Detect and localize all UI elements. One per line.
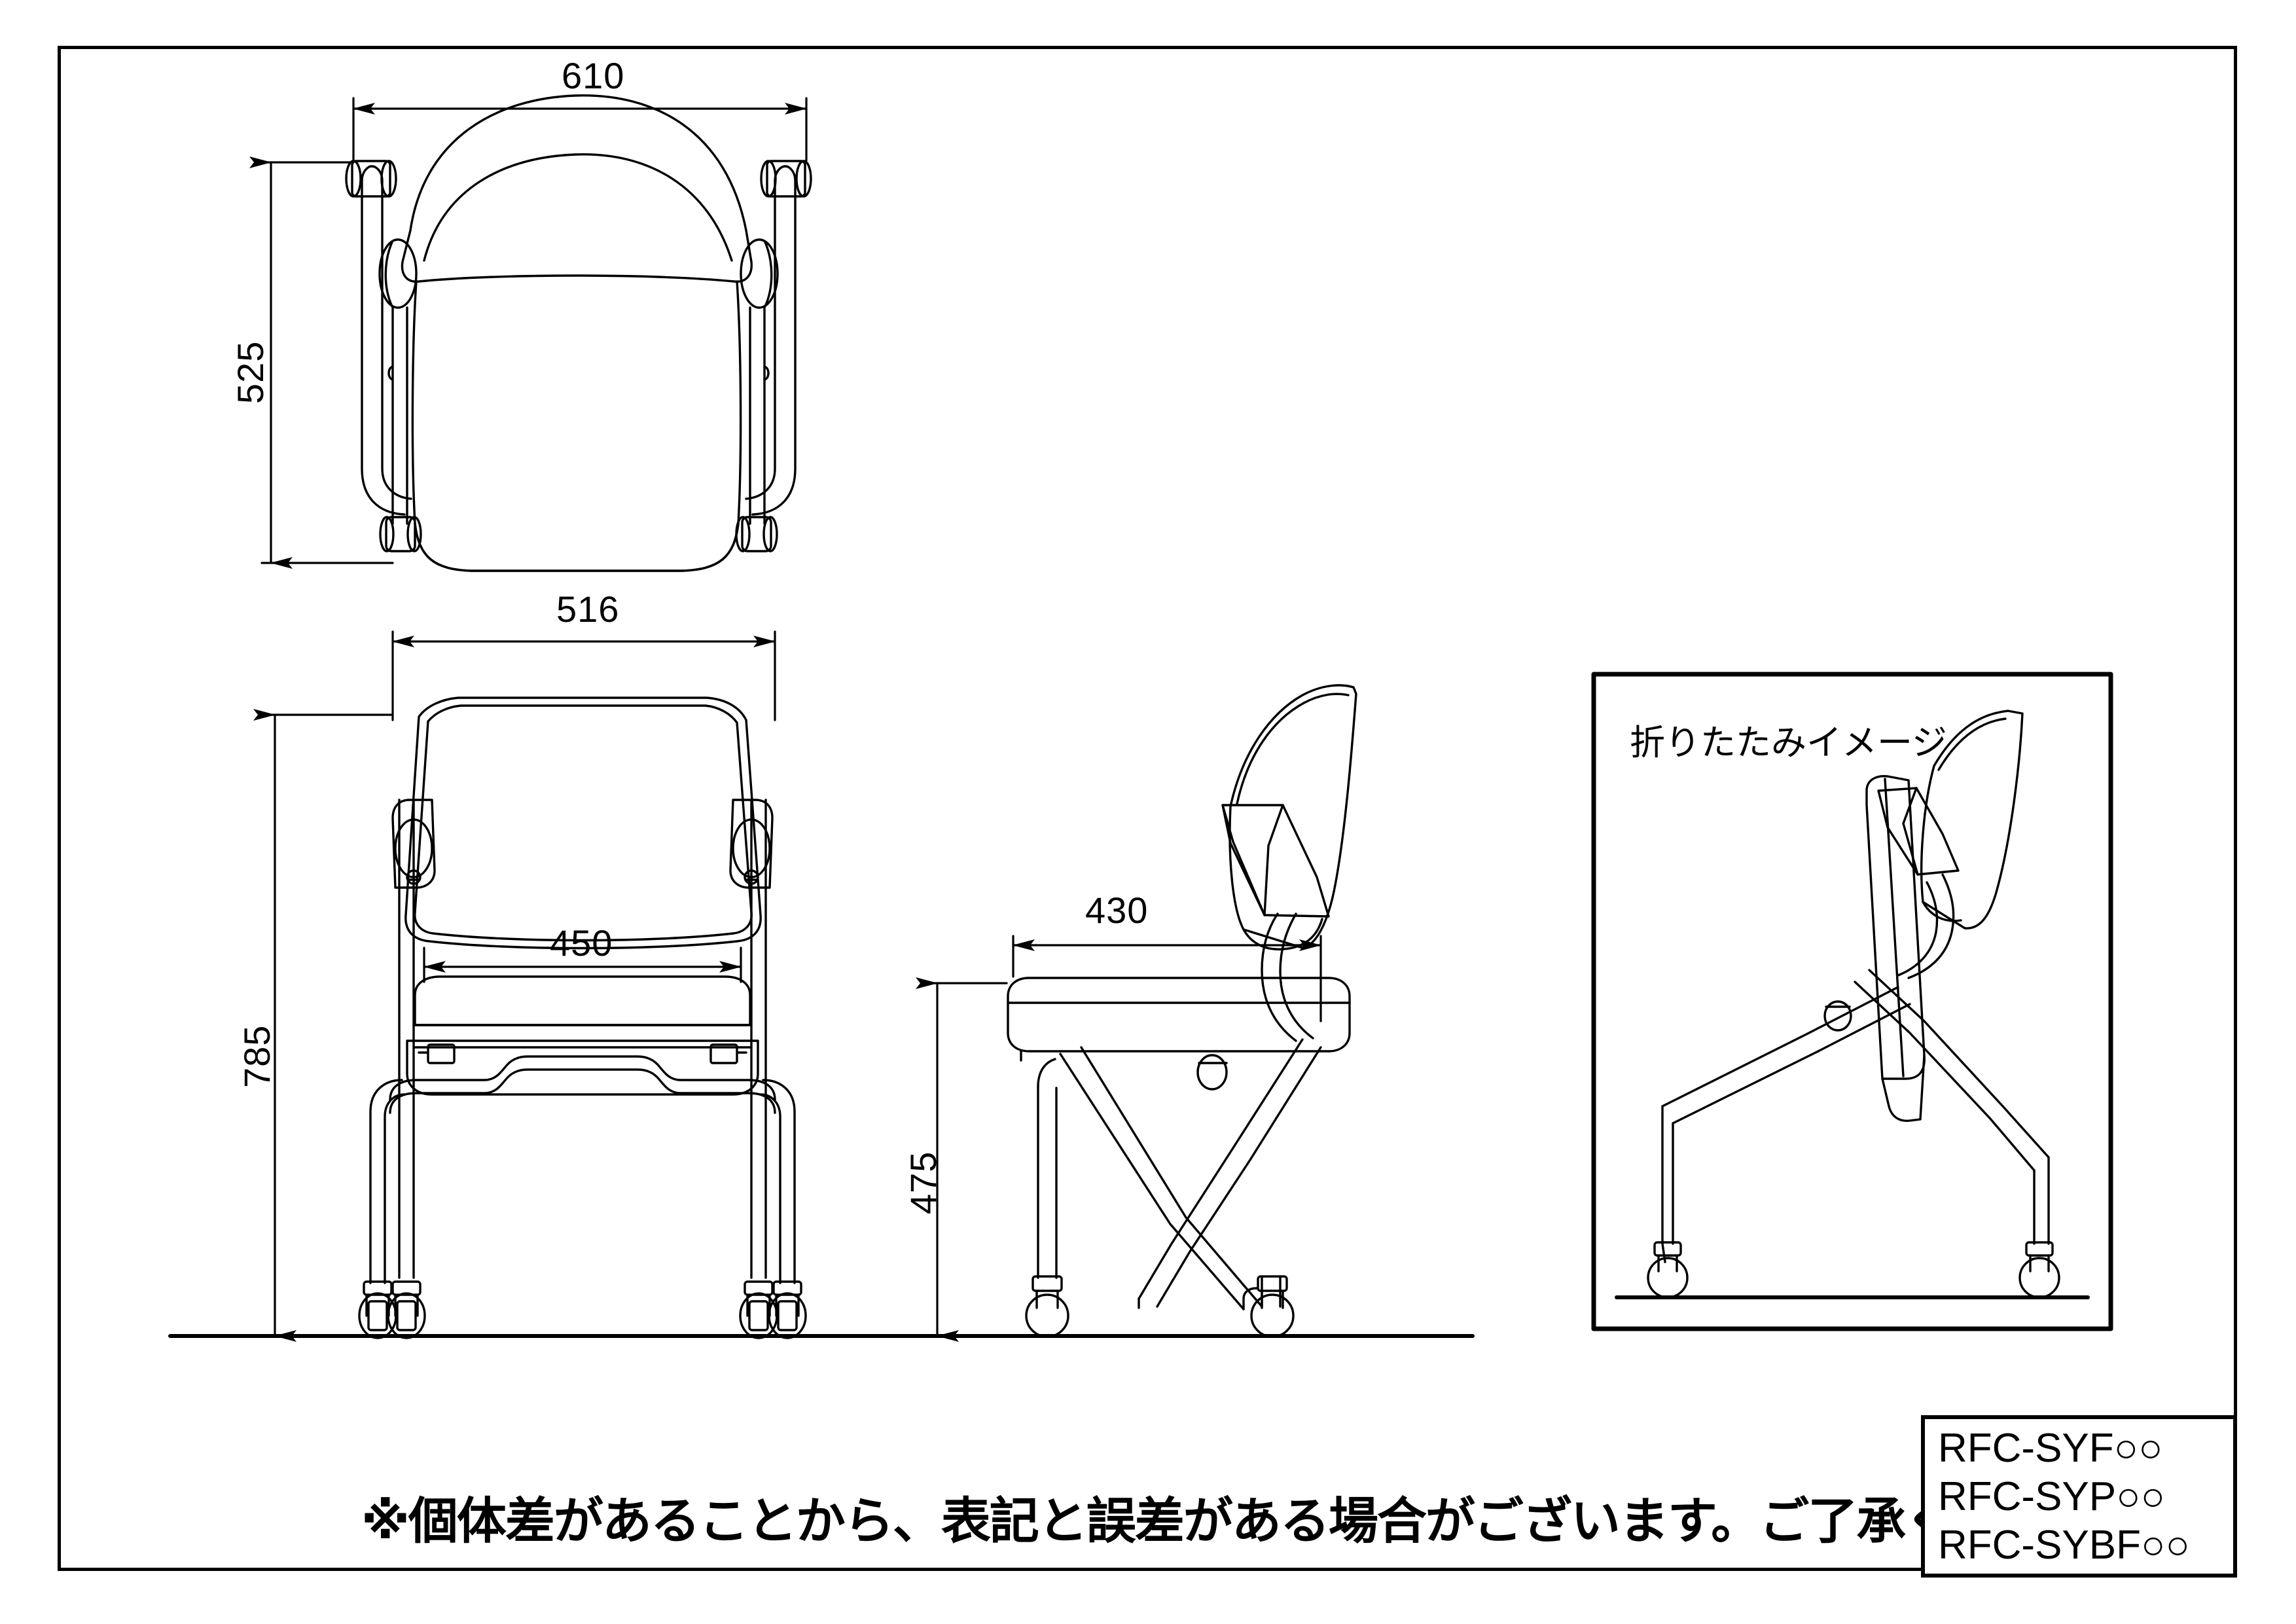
dim-label-450: 450	[550, 922, 613, 964]
sheet-border	[58, 46, 2237, 1571]
dim-label-475: 475	[903, 1151, 944, 1214]
table-row: RFC-SYF○○	[1938, 1424, 2233, 1472]
front-view-geometry	[358, 696, 807, 1339]
dim-525	[249, 156, 394, 569]
disclaimer-note: ※個体差があることから、表記と誤差がある場合がございます。ご了承ください。	[361, 1492, 2148, 1550]
product-code-suffix: ○○	[2113, 1425, 2163, 1471]
dim-label-785: 785	[236, 1024, 278, 1088]
table-row: RFC-SYBF○○	[1938, 1521, 2233, 1569]
product-code-suffix: ○○	[2116, 1473, 2166, 1519]
folded-view-geometry	[1615, 710, 2090, 1299]
product-code-text: RFC-SYBF	[1938, 1522, 2141, 1568]
folded-panel-title: 折りたたみイメージ	[1630, 722, 1947, 763]
side-view-geometry	[1007, 684, 1357, 1338]
dim-430	[1012, 935, 1322, 1022]
dim-516	[391, 630, 776, 721]
folded-panel-box	[1591, 672, 2113, 1331]
dim-610	[352, 97, 808, 162]
product-code-text: RFC-SYF	[1938, 1425, 2114, 1471]
product-code-suffix: ○○	[2141, 1522, 2190, 1568]
dim-785	[253, 709, 393, 1342]
product-code-table: RFC-SYF○○ RFC-SYP○○ RFC-SYBF○○	[1921, 1415, 2237, 1578]
dim-label-525: 525	[230, 340, 271, 404]
dim-label-610: 610	[562, 55, 625, 96]
dim-475	[916, 977, 1008, 1342]
product-code-text: RFC-SYP	[1938, 1473, 2117, 1519]
top-view-geometry	[345, 94, 812, 572]
dim-450	[423, 947, 742, 983]
dim-label-516: 516	[556, 588, 620, 630]
dim-label-430: 430	[1085, 890, 1149, 931]
table-row: RFC-SYP○○	[1938, 1472, 2233, 1521]
